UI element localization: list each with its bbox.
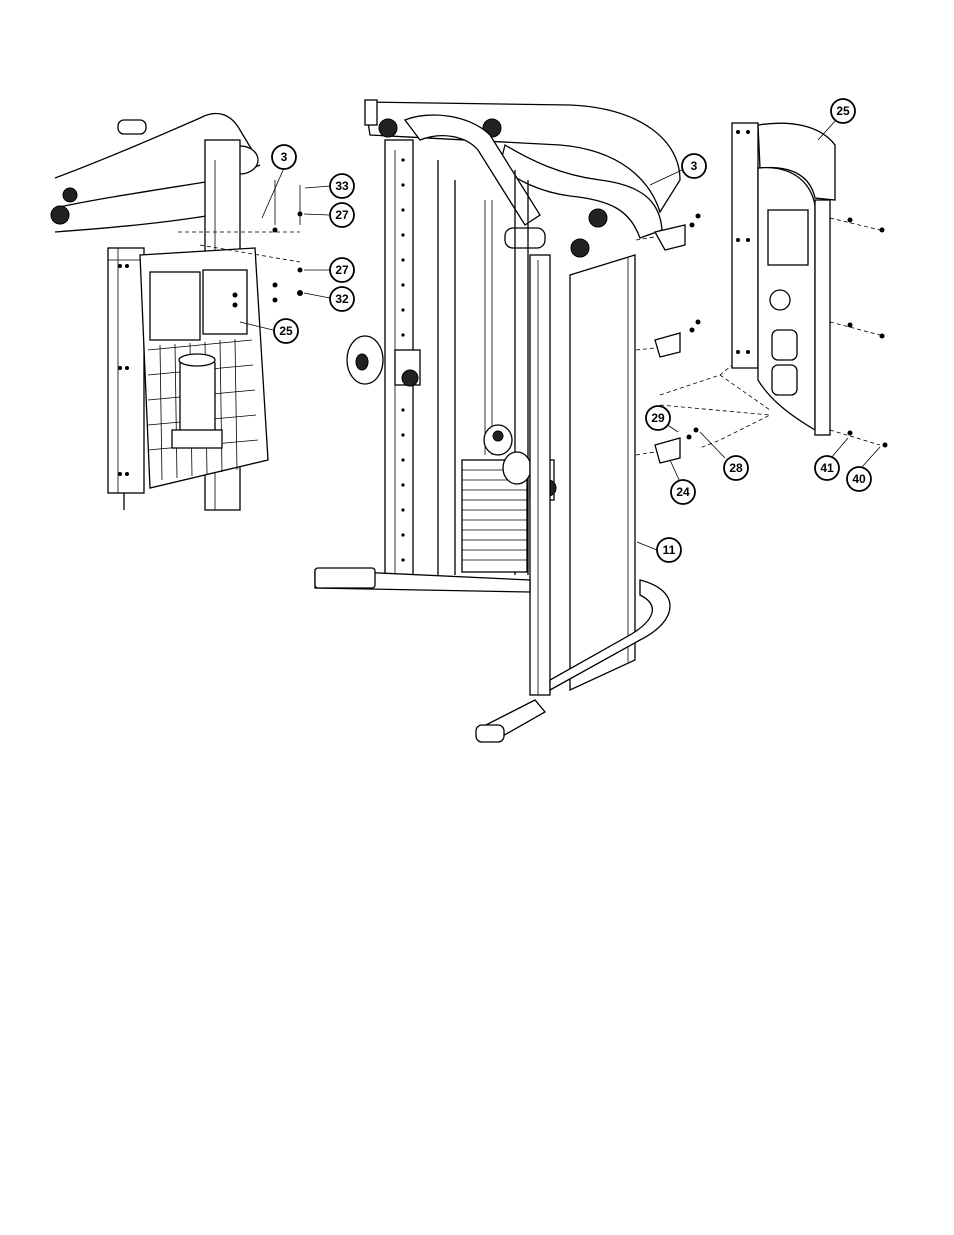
shroud-panel-right bbox=[732, 120, 888, 467]
callout-41: 41 bbox=[815, 456, 839, 480]
svg-text:27: 27 bbox=[335, 208, 349, 222]
svg-text:25: 25 bbox=[836, 104, 850, 118]
main-assembly bbox=[315, 100, 800, 742]
svg-text:28: 28 bbox=[729, 461, 743, 475]
callout-40: 40 bbox=[847, 467, 871, 491]
svg-text:11: 11 bbox=[663, 543, 676, 557]
svg-text:24: 24 bbox=[676, 485, 690, 499]
svg-text:41: 41 bbox=[820, 461, 834, 475]
callout-3-left: 3 bbox=[272, 145, 296, 169]
svg-text:3: 3 bbox=[691, 159, 698, 173]
callout-27-lower: 27 bbox=[330, 258, 354, 282]
detail-view-left bbox=[51, 114, 330, 510]
callout-33: 33 bbox=[330, 174, 354, 198]
svg-text:3: 3 bbox=[281, 150, 288, 164]
svg-text:40: 40 bbox=[852, 472, 866, 486]
svg-text:33: 33 bbox=[335, 179, 349, 193]
callout-11: 11 bbox=[657, 538, 681, 562]
callout-27-upper: 27 bbox=[330, 203, 354, 227]
svg-text:27: 27 bbox=[335, 263, 349, 277]
svg-text:25: 25 bbox=[279, 324, 293, 338]
svg-text:29: 29 bbox=[651, 411, 665, 425]
callout-25-right: 25 bbox=[831, 99, 855, 123]
callout-25-left: 25 bbox=[274, 319, 298, 343]
svg-text:32: 32 bbox=[335, 292, 349, 306]
callout-24: 24 bbox=[671, 480, 695, 504]
callout-28: 28 bbox=[724, 456, 748, 480]
callout-32: 32 bbox=[330, 287, 354, 311]
callout-3-main: 3 bbox=[682, 154, 706, 178]
callout-29: 29 bbox=[646, 406, 670, 430]
